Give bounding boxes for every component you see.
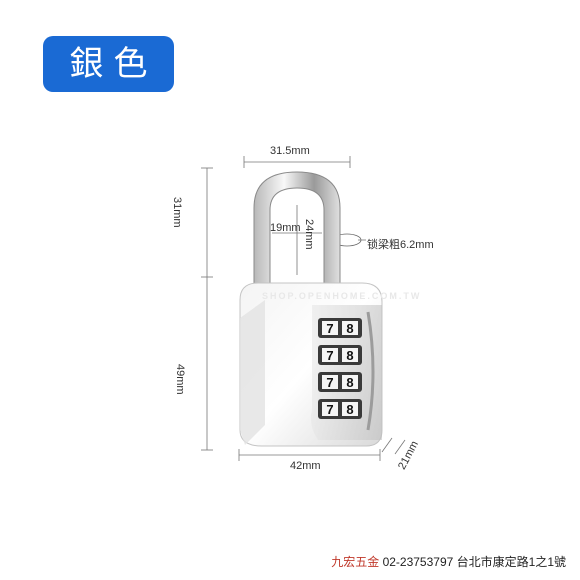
store-name: 九宏五金	[331, 555, 380, 569]
dial-3[interactable]: 7 8	[318, 372, 362, 392]
store-address: 台北市康定路1之1號	[456, 555, 566, 569]
dial-1[interactable]: 7 8	[318, 318, 362, 338]
dial-2-left-digit: 7	[326, 348, 333, 363]
dial-guard	[366, 311, 375, 431]
dim-body-height: 49mm	[174, 364, 186, 395]
dial-4-right-digit: 8	[346, 402, 353, 417]
dial-4[interactable]: 7 8	[318, 399, 362, 419]
watermark-text: SHOP.OPENHOME.COM.TW	[262, 291, 422, 301]
dimension-lines	[201, 156, 406, 461]
dial-2[interactable]: 7 8	[318, 345, 362, 365]
dim-body-width: 42mm	[290, 460, 321, 472]
dim-inner-width: 19mm	[270, 222, 301, 234]
color-badge: 銀色	[43, 36, 174, 92]
store-footer: 九宏五金 02-23753797 台北市康定路1之1號	[331, 553, 566, 570]
dial-4-left-digit: 7	[326, 402, 333, 417]
dim-shackle-width: 31.5mm	[270, 145, 310, 157]
dial-3-left-digit: 7	[326, 375, 333, 390]
dim-inner-height: 24mm	[303, 219, 315, 250]
dial-2-right-digit: 8	[346, 348, 353, 363]
dim-shackle-height: 31mm	[171, 197, 183, 228]
dial-1-right-digit: 8	[346, 321, 353, 336]
dial-3-right-digit: 8	[346, 375, 353, 390]
store-phone: 02-23753797	[382, 555, 454, 569]
dial-1-left-digit: 7	[326, 321, 333, 336]
lock-body-bevel	[240, 300, 265, 445]
dim-shackle-thickness: 锁梁粗6.2mm	[367, 239, 434, 251]
